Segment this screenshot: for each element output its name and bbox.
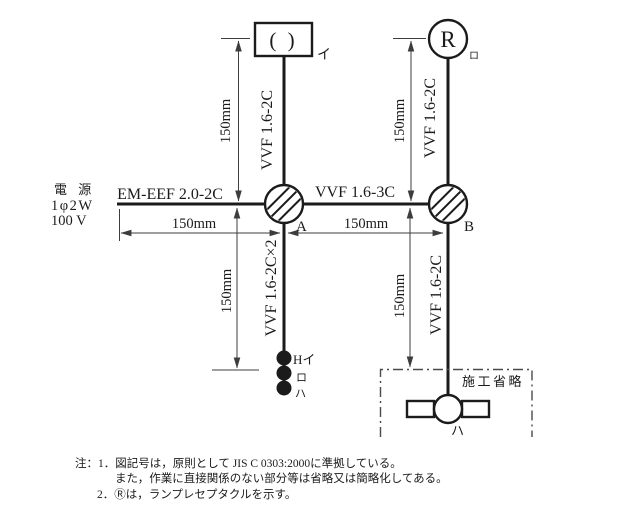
- ceiling-light-body: [432, 393, 464, 425]
- junction-box-b: [427, 183, 469, 225]
- cable-label-source: EM-EEF 2.0-2C: [117, 186, 223, 203]
- lamp-receptacle-symbol-text: R: [440, 27, 456, 52]
- device-labels: イ ロ A B Hイ ロ ハ 施工省略 ハ: [293, 48, 524, 438]
- lamp-receptacle-label: ロ: [469, 51, 479, 62]
- dim-label-source-a: 150mm: [172, 216, 217, 232]
- lamp-receptacle-symbol: [427, 18, 469, 60]
- switch-group: [276, 350, 292, 396]
- ceiling-light-label: ハ: [451, 423, 464, 438]
- switch-dot-i: [276, 350, 292, 366]
- dimension-lines: [119, 38, 444, 371]
- cable-label-a-switches: VVF 1.6-2C×2: [263, 239, 280, 336]
- switch-label-i: Hイ: [293, 352, 315, 367]
- dimension-labels: 150mm 150mm 150mm 150mm 150mm 150mm: [172, 98, 408, 318]
- switch-label-ha: ハ: [295, 388, 306, 400]
- box-light-symbol-text: ( ): [269, 28, 297, 52]
- cable-label-a-light: VVF 1.6-2C: [259, 90, 276, 170]
- note-line-1: 注：1．図記号は，原則として JIS C 0303:2000に準拠している。: [75, 456, 402, 470]
- junction-box-a-label: A: [296, 219, 307, 235]
- power-source-voltage: 100 V: [51, 213, 87, 229]
- junction-box-b-hatch: [430, 186, 466, 222]
- ceiling-light-wing-right: [460, 399, 491, 419]
- note-line-3: 2．Ⓡは，ランプレセプタクルを示す。: [97, 488, 296, 501]
- dim-label-a-b: 150mm: [344, 216, 389, 232]
- junction-box-a: [263, 183, 305, 225]
- dim-label-b-receptacle: 150mm: [392, 98, 408, 143]
- notes: 注：1．図記号は，原則として JIS C 0303:2000に準拠している。 ま…: [75, 456, 448, 501]
- switch-label-ro: ロ: [296, 372, 307, 384]
- note-line-2: また，作業に直接関係のない部分等は省略又は簡略化してある。: [115, 471, 448, 485]
- switch-dot-ha: [276, 380, 292, 396]
- dim-label-a-switches: 150mm: [219, 268, 235, 313]
- omitted-area-label: 施工省略: [462, 374, 524, 389]
- ceiling-light-wing-left: [405, 399, 436, 419]
- cable-label-b-receptacle: VVF 1.6-2C: [422, 78, 439, 158]
- power-source-phase: 1φ2W: [51, 198, 94, 214]
- box-light-label: イ: [317, 48, 331, 63]
- cable-labels: EM-EEF 2.0-2C VVF 1.6-3C VVF 1.6-2C VVF …: [117, 78, 445, 337]
- power-source-label: 電 源 1φ2W 100 V: [51, 182, 95, 229]
- junction-box-b-label: B: [464, 219, 474, 235]
- junction-box-a-hatch: [266, 186, 302, 222]
- cable-label-b-ceiling: VVF 1.6-2C: [428, 255, 445, 335]
- power-source-name: 電 源: [54, 182, 95, 197]
- cable-label-a-b: VVF 1.6-3C: [315, 184, 395, 201]
- dim-label-a-light: 150mm: [218, 98, 234, 143]
- dim-label-b-ceiling: 150mm: [392, 273, 408, 318]
- box-light-symbol: [253, 21, 314, 58]
- switch-dot-ro: [276, 365, 292, 381]
- devices: ( ) R: [253, 18, 491, 425]
- ceiling-light-symbol: [405, 393, 491, 425]
- omitted-area-boundary: [379, 368, 533, 437]
